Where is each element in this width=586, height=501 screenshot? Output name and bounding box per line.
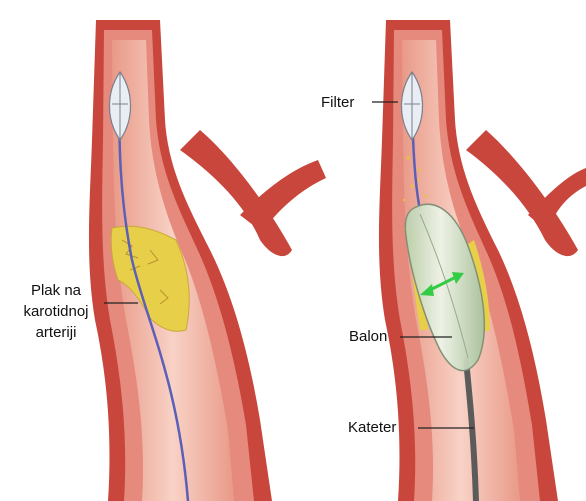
- plaque-label-line-3: arteriji: [14, 322, 98, 343]
- plaque-label-line-1: Plak na: [14, 280, 98, 301]
- filter-label: Filter: [321, 92, 354, 113]
- left-artery: [89, 20, 326, 501]
- balloon-label: Balon: [349, 326, 387, 347]
- catheter-label: Kateter: [348, 417, 396, 438]
- plaque-label-line-2: karotidnoj: [14, 301, 98, 322]
- right-artery: [379, 20, 586, 501]
- plaque-label: Plak na karotidnoj arteriji: [14, 280, 98, 343]
